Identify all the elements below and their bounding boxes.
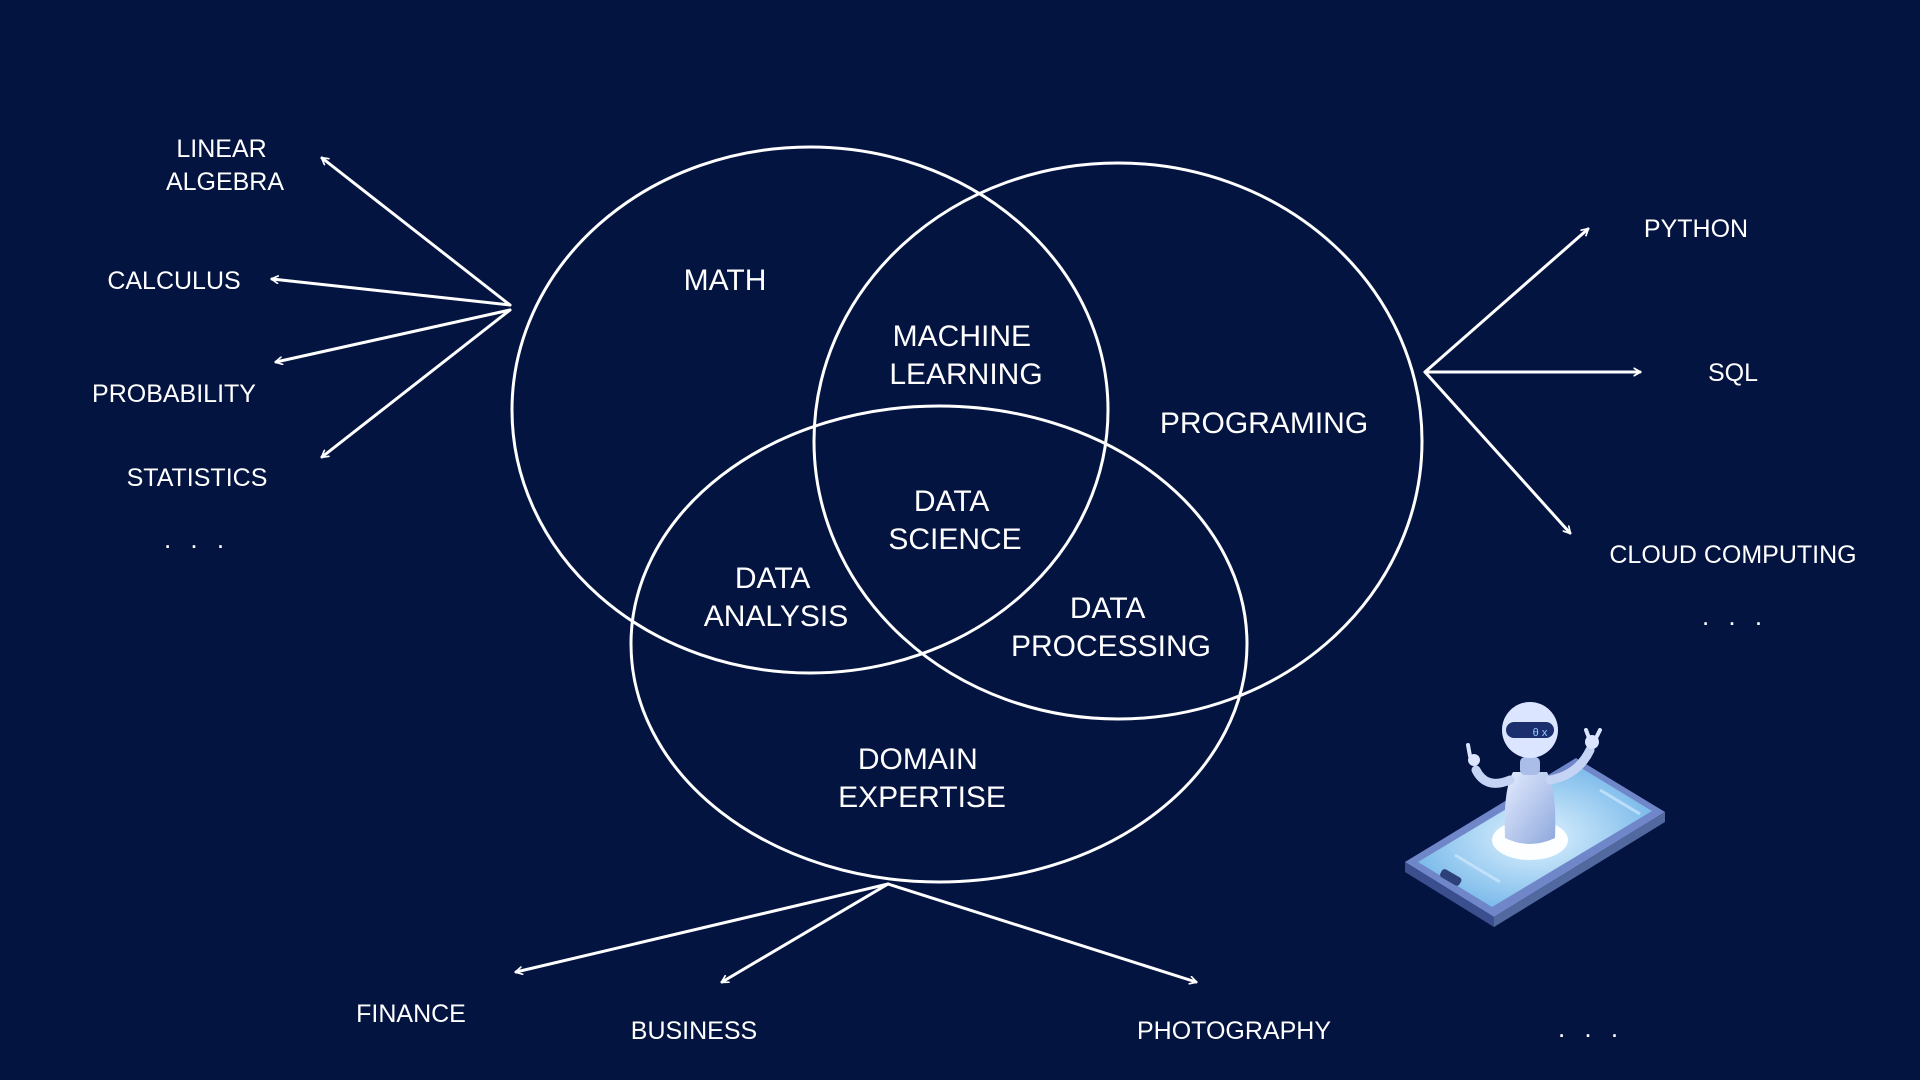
arrow-calculus (272, 279, 512, 307)
data-science-label: DATA SCIENCE (888, 485, 1021, 556)
arrow-python (1423, 227, 1590, 374)
statistics-label: STATISTICS (127, 464, 268, 492)
arrow-business (720, 882, 890, 984)
probability-label: PROBABILITY (92, 380, 256, 408)
photography-label: PHOTOGRAPHY (1137, 1017, 1331, 1045)
finance-label: FINANCE (356, 1000, 466, 1028)
calculus-label: CALCULUS (107, 267, 240, 295)
math-more-ellipsis: . . . (164, 524, 230, 554)
domain-expertise-label: DOMAIN EXPERTISE (838, 743, 1006, 814)
arrow-cloud-computing (1423, 370, 1572, 535)
math-label: MATH (684, 264, 767, 297)
programming-label: PROGRAMING (1160, 407, 1368, 440)
machine-learning-label: MACHINE LEARNING (889, 320, 1042, 391)
linear-algebra-label: LINEAR ALGEBRA (166, 135, 284, 196)
math-circle (510, 145, 1110, 675)
arrow-linear-algebra (320, 156, 512, 307)
arrow-probability (276, 308, 512, 362)
programming-more-ellipsis: . . . (1702, 601, 1768, 631)
cloud-computing-label: CLOUD COMPUTING (1609, 541, 1856, 569)
arrow-statistics (320, 308, 512, 459)
programming-circle (812, 161, 1424, 721)
arrow-photography (886, 882, 1196, 982)
data-processing-label: DATA PROCESSING (1011, 592, 1211, 663)
arrow-finance (516, 882, 890, 972)
business-label: BUSINESS (631, 1017, 757, 1045)
domain-expertise-circle (629, 404, 1249, 884)
sql-label: SQL (1708, 359, 1758, 387)
python-label: PYTHON (1644, 215, 1748, 243)
svg-text:θ x: θ x (1533, 727, 1548, 739)
domain-more-ellipsis: . . . (1558, 1013, 1624, 1043)
robot-on-tablet-icon: θ x (1405, 702, 1665, 927)
data-analysis-label: DATA ANALYSIS (704, 562, 849, 633)
